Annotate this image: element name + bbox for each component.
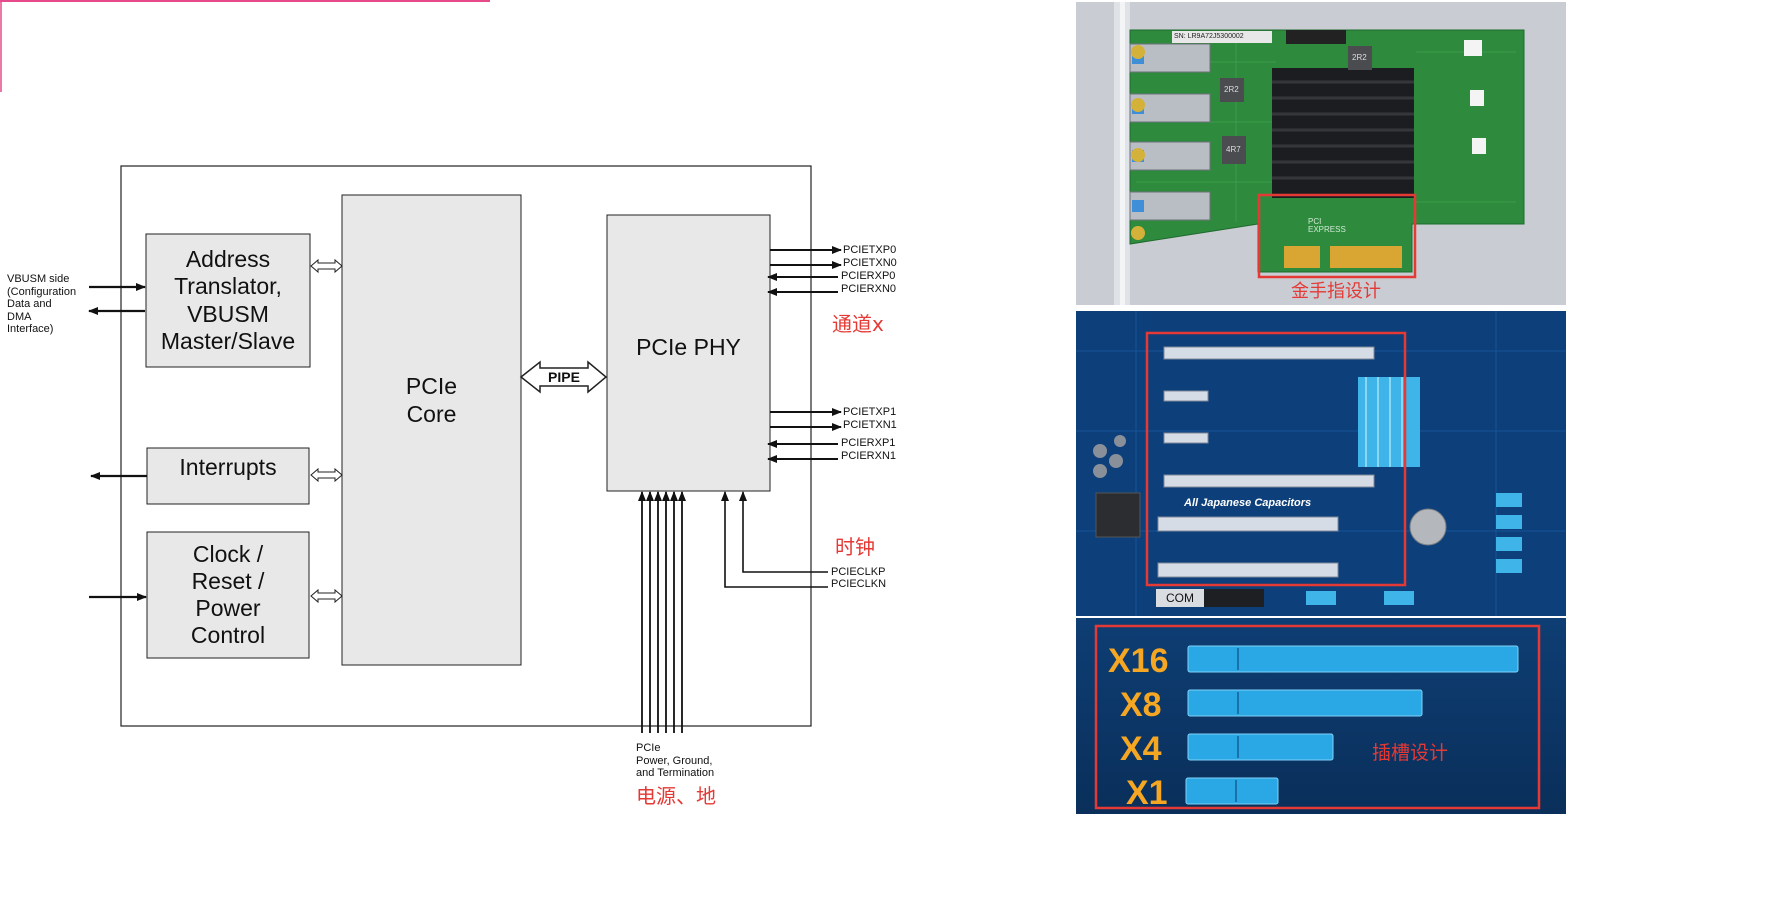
signal-label: PCIETXP0 <box>843 245 896 256</box>
inductor-label: 2R2 <box>1224 86 1239 94</box>
slot-label-x16: X16 <box>1108 644 1169 678</box>
pcie-core-label: PCIe Core <box>342 350 521 450</box>
signal-label: PCIERXN1 <box>841 451 896 462</box>
signal-label: PCIERXN0 <box>841 284 896 295</box>
com-label: COM <box>1166 592 1194 604</box>
inductor-label: 2R2 <box>1352 54 1367 62</box>
signal-label: PCIERXP0 <box>841 271 895 282</box>
slot-label-x1: X1 <box>1126 776 1168 810</box>
capacitor-text: All Japanese Capacitors <box>1184 498 1311 509</box>
signal-label: PCIERXP1 <box>841 438 895 449</box>
pipe-label: PIPE <box>540 368 588 386</box>
slot-width-chart: X16 X8 X4 X1 插槽设计 <box>1076 618 1566 814</box>
slot-label-x8: X8 <box>1120 688 1162 722</box>
vbusm-side-note: VBUSM side (Configuration Data and DMA I… <box>7 273 92 336</box>
signal-label: PCIETXN0 <box>843 258 897 269</box>
clock-reset-power-label: Clock / Reset / Power Control <box>147 532 309 658</box>
power-note: PCIe Power, Ground, and Termination <box>636 742 746 780</box>
lane-annotation: 通道x <box>832 314 884 334</box>
interrupts-label: Interrupts <box>147 448 309 488</box>
inductor-label: 4R7 <box>1226 146 1241 154</box>
signal-label: PCIECLKN <box>831 579 886 590</box>
pci-express-logo: PCI EXPRESS <box>1308 218 1348 234</box>
address-translator-label: Address Translator, VBUSM Master/Slave <box>146 234 310 367</box>
motherboard-photo: All Japanese Capacitors COM <box>1076 311 1566 616</box>
motherboard-illustration <box>1076 311 1566 616</box>
nic-card-illustration <box>1076 2 1566 305</box>
gold-finger-annotation: 金手指设计 <box>1291 283 1381 301</box>
signal-label: PCIETXN1 <box>843 420 897 431</box>
power-annotation: 电源、地 <box>636 786 716 806</box>
slot-label-x4: X4 <box>1120 732 1162 766</box>
signal-label: PCIETXP1 <box>843 407 896 418</box>
pcie-phy-label: PCIe PHY <box>607 330 770 366</box>
nic-card-photo: SN: LR9A72J5300002 2R2 2R2 4R7 PCI EXPRE… <box>1076 2 1566 305</box>
slot-design-annotation: 插槽设计 <box>1372 744 1448 763</box>
signal-label: PCIECLKP <box>831 567 885 578</box>
serial-number: SN: LR9A72J5300002 <box>1174 33 1244 40</box>
clock-annotation: 时钟 <box>835 537 875 557</box>
